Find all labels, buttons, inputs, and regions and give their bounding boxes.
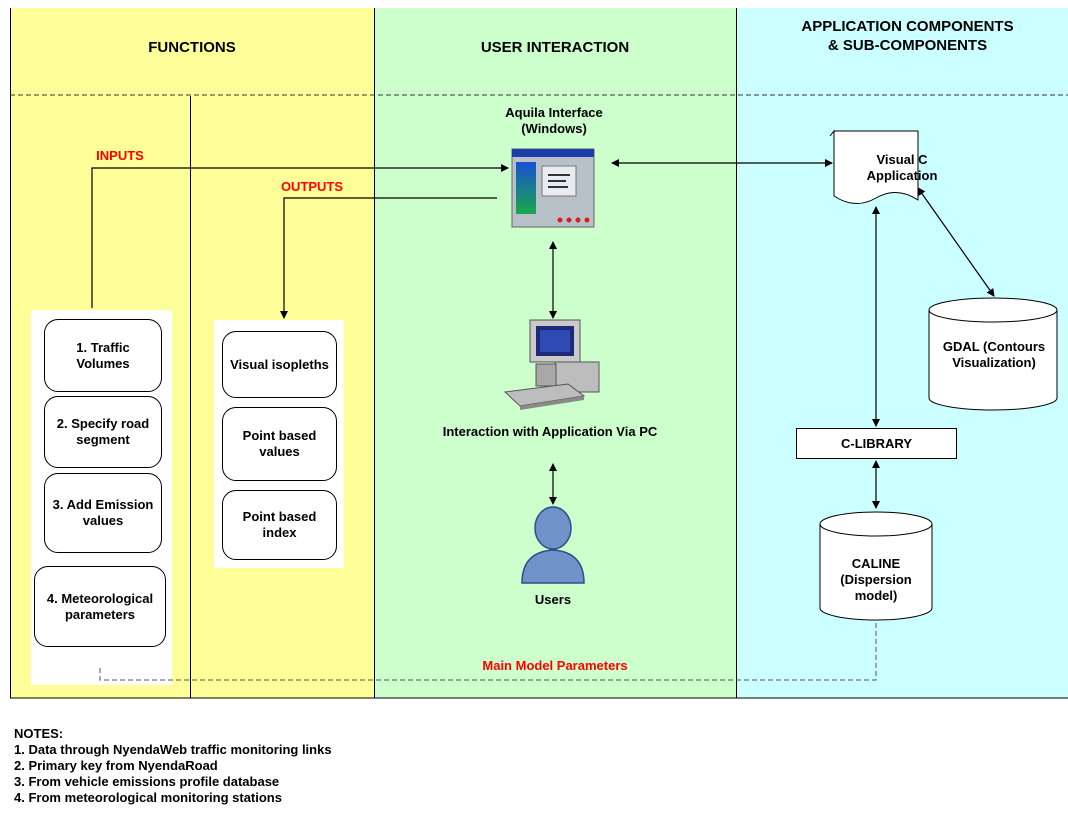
- app-gdal-arrow: [917, 187, 995, 297]
- aquila-interface-label: Aquila Interface (Windows): [505, 105, 603, 136]
- inputs-label: INPUTS: [96, 148, 144, 163]
- output-box-point-values: Point based values: [222, 407, 337, 481]
- input-box-road-segment: 2. Specify road segment: [44, 396, 162, 468]
- window-icon: [511, 148, 595, 228]
- user-icon: [521, 506, 585, 584]
- users-label: Users: [534, 592, 572, 607]
- model-params-line: [99, 622, 877, 681]
- caline-cylinder: [819, 511, 933, 621]
- visual-c-label: Visual C Application: [866, 152, 938, 183]
- c-library-box: [796, 428, 957, 459]
- gdal-cylinder: [928, 297, 1058, 411]
- input-box-meteorological: 4. Meteorological parameters: [34, 566, 166, 647]
- gdal-label: GDAL (Contours Visualization): [942, 339, 1046, 370]
- input-box-traffic-volumes: 1. Traffic Volumes: [44, 319, 162, 392]
- note-item: 2. Primary key from NyendaRoad: [14, 758, 218, 773]
- inputs-arrow: [91, 164, 509, 308]
- caline-label: CALINE (Dispersion model): [840, 556, 912, 603]
- lane-title-user-interaction: USER INTERACTION: [480, 39, 630, 56]
- note-item: 1. Data through NyendaWeb traffic monito…: [14, 742, 332, 757]
- note-item: 3. From vehicle emissions profile databa…: [14, 774, 280, 789]
- outputs-arrow: [280, 197, 497, 319]
- visual-c-shape: [833, 130, 919, 204]
- notes-heading: NOTES:: [14, 726, 64, 741]
- note-item: 4. From meteorological monitoring statio…: [14, 790, 282, 805]
- main-model-parameters-label: Main Model Parameters: [482, 658, 628, 673]
- outputs-label: OUTPUTS: [280, 179, 344, 194]
- lane-title-functions: FUNCTIONS: [148, 39, 236, 56]
- computer-icon: [503, 319, 600, 410]
- lane-title-components: APPLICATION COMPONENTS & SUB-COMPONENTS: [801, 18, 1014, 54]
- functions-divider: [190, 96, 191, 698]
- pc-interaction-label: Interaction with Application Via PC: [442, 424, 658, 439]
- input-box-emission-values: 3. Add Emission values: [44, 473, 162, 553]
- c-library-label: C-LIBRARY: [840, 436, 912, 451]
- output-box-visual-isopleths: Visual isopleths: [222, 331, 337, 398]
- output-box-point-index: Point based index: [222, 490, 337, 560]
